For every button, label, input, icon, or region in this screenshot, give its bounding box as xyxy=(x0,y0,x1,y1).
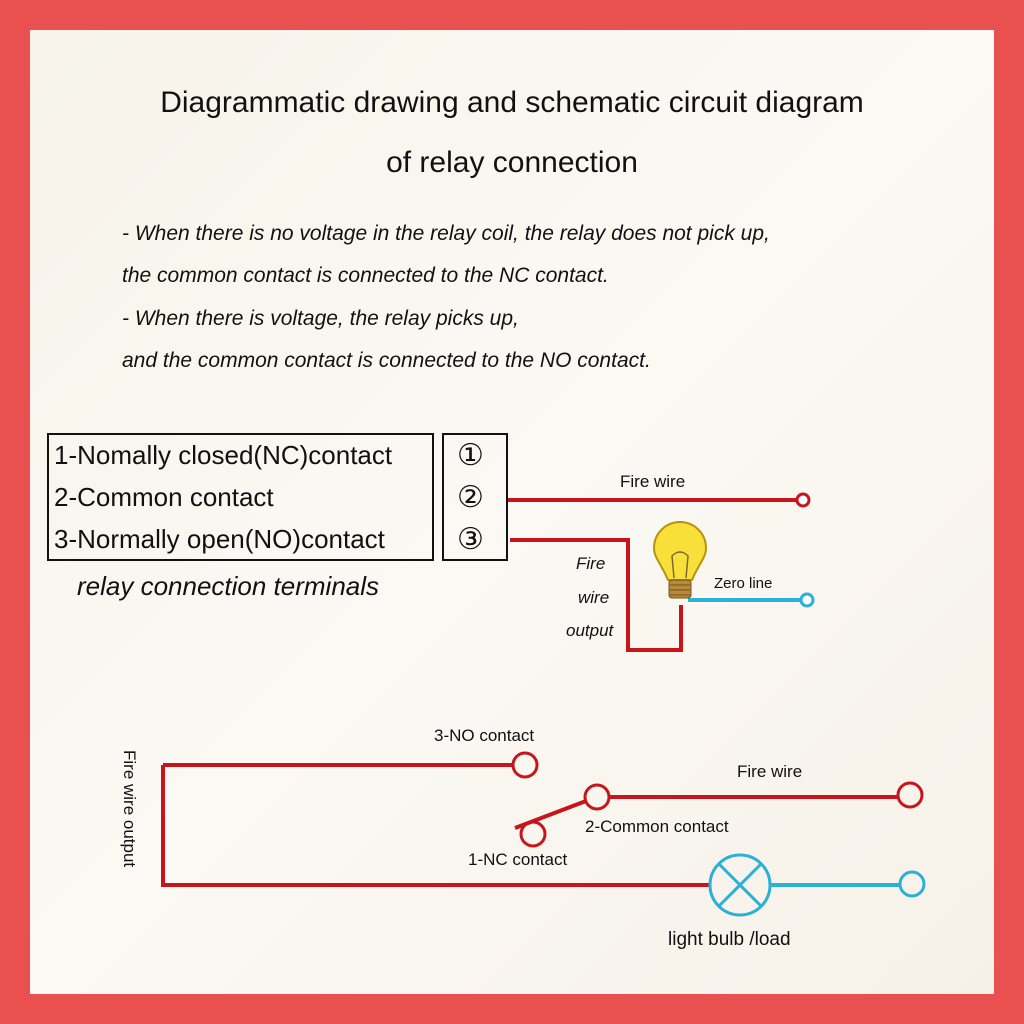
load-label: light bulb /load xyxy=(668,929,791,950)
terminal-number-2: ② xyxy=(457,481,484,514)
zero-line-label: Zero line xyxy=(714,575,773,592)
desc-line-2: the common contact is connected to the N… xyxy=(122,264,609,287)
terminal-caption: relay connection terminals xyxy=(77,571,380,601)
fire-wire-output-line xyxy=(510,538,683,652)
nc-contact-terminal xyxy=(519,820,547,848)
schematic-fire-terminal xyxy=(896,781,924,809)
terminal-common: 2-Common contact xyxy=(54,482,274,512)
desc-line-1: - When there is no voltage in the relay … xyxy=(122,222,770,245)
fire-wire-output-label-3: output xyxy=(566,621,614,640)
fire-wire-output-label-1: Fire xyxy=(576,554,606,573)
terminal-legend-box xyxy=(47,433,434,561)
title-line-1: Diagrammatic drawing and schematic circu… xyxy=(160,86,864,119)
title-line-2: of relay connection xyxy=(386,146,638,179)
desc-line-4: and the common contact is connected to t… xyxy=(122,349,651,372)
schematic-output-wire xyxy=(161,765,710,887)
schematic-fire-wire-label: Fire wire xyxy=(737,762,803,781)
terminal-number-1: ① xyxy=(457,439,484,472)
fire-wire-output-label-2: wire xyxy=(578,588,610,607)
common-contact-label: 2-Common contact xyxy=(585,817,729,836)
terminal-number-3: ③ xyxy=(457,523,484,556)
no-contact-terminal xyxy=(511,751,539,779)
light-bulb-icon xyxy=(652,521,708,599)
fire-wire-terminal xyxy=(795,492,811,508)
terminal-nc: 1-Nomally closed(NC)contact xyxy=(54,440,393,470)
schematic-zero-terminal xyxy=(898,870,926,898)
terminal-number-box xyxy=(442,433,508,561)
desc-line-3: - When there is voltage, the relay picks… xyxy=(122,307,519,330)
lamp-symbol-icon xyxy=(708,853,926,917)
diagram-panel xyxy=(30,30,994,994)
common-contact-terminal xyxy=(583,783,611,811)
no-contact-label: 3-NO contact xyxy=(434,726,535,745)
zero-line-terminal xyxy=(799,592,815,608)
terminal-no: 3-Normally open(NO)contact xyxy=(54,524,385,554)
schematic-fire-output-label: Fire wire output xyxy=(120,750,139,868)
fire-wire-label: Fire wire xyxy=(620,472,686,491)
nc-contact-label: 1-NC contact xyxy=(468,850,568,869)
